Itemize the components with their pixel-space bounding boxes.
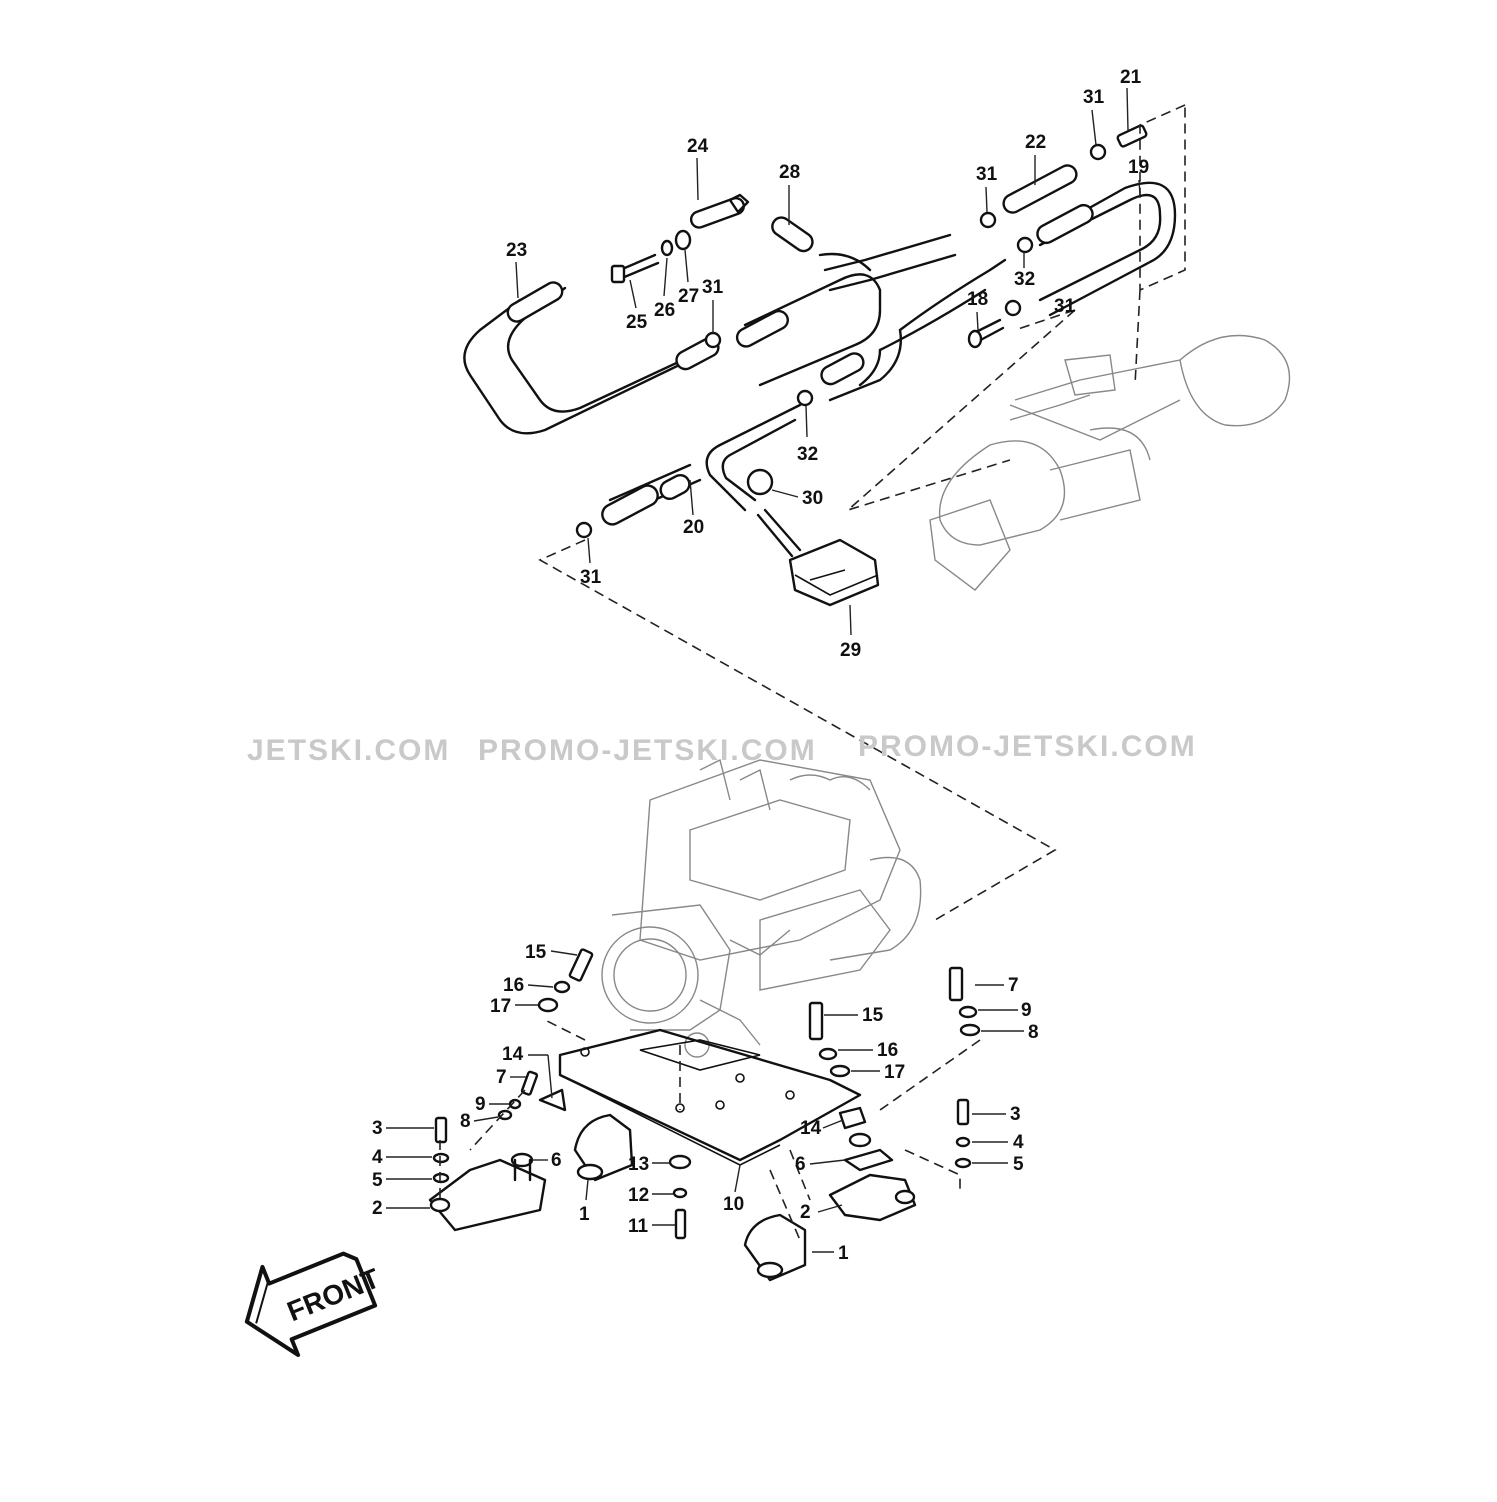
label-10: 10 — [723, 1194, 744, 1215]
watermark-text-3: PROMO-JETSKI.COM — [858, 730, 1197, 763]
watermark-text-1: JETSKI.COM — [247, 734, 450, 767]
label-9: 9 — [475, 1094, 486, 1115]
label-31: 31 — [1054, 296, 1076, 317]
reference-line-upper — [847, 104, 1186, 511]
engine-block — [601, 758, 922, 1058]
label-14: 14 — [800, 1118, 822, 1139]
label-1: 1 — [838, 1243, 849, 1264]
label-26: 26 — [654, 300, 675, 321]
label-3: 3 — [1010, 1104, 1021, 1125]
label-17: 17 — [490, 996, 511, 1017]
label-27: 27 — [678, 286, 699, 307]
label-5: 5 — [1013, 1154, 1024, 1175]
label-15: 15 — [525, 942, 547, 963]
label-31: 31 — [580, 567, 602, 588]
upper-hose-assembly — [463, 124, 1177, 607]
label-17: 17 — [884, 1062, 905, 1083]
label-31: 31 — [702, 277, 724, 298]
front-arrow-icon — [244, 1251, 378, 1357]
label-6: 6 — [551, 1150, 562, 1171]
label-28: 28 — [779, 162, 800, 183]
front-arrow: FRONT — [244, 1251, 384, 1357]
label-12: 12 — [628, 1185, 649, 1206]
label-32: 32 — [1014, 269, 1035, 290]
label-20: 20 — [683, 517, 704, 538]
label-31: 31 — [1083, 87, 1105, 108]
label-30: 30 — [802, 488, 823, 509]
jet-pump-housing — [929, 334, 1291, 591]
label-7: 7 — [496, 1067, 507, 1088]
label-18: 18 — [967, 289, 988, 310]
watermark-text-2: PROMO-JETSKI.COM — [478, 734, 817, 767]
label-2: 2 — [372, 1198, 383, 1219]
watermark: JETSKI.COM PROMO-JETSKI.COM PROMO-JETSKI… — [247, 730, 1197, 767]
label-4: 4 — [1013, 1132, 1024, 1153]
label-23: 23 — [506, 240, 527, 261]
callout-labels: 21 31 22 19 31 24 28 23 32 18 31 31 27 2… — [372, 67, 1149, 1264]
label-8: 8 — [1028, 1022, 1039, 1043]
label-24: 24 — [687, 136, 709, 157]
label-16: 16 — [877, 1040, 898, 1061]
label-16: 16 — [503, 975, 524, 996]
label-7: 7 — [1008, 975, 1019, 996]
label-19: 19 — [1128, 157, 1149, 178]
label-1: 1 — [579, 1204, 590, 1225]
label-22: 22 — [1025, 132, 1046, 153]
label-11: 11 — [628, 1216, 649, 1237]
reference-line-connection — [538, 539, 1057, 921]
label-25: 25 — [626, 312, 648, 333]
engine-mount-assembly — [428, 948, 981, 1282]
label-15: 15 — [862, 1005, 884, 1026]
label-6: 6 — [795, 1154, 806, 1175]
label-5: 5 — [372, 1170, 383, 1191]
label-8: 8 — [460, 1111, 471, 1132]
label-13: 13 — [628, 1154, 649, 1175]
label-14: 14 — [502, 1044, 524, 1065]
label-9: 9 — [1021, 1000, 1032, 1021]
label-4: 4 — [372, 1147, 383, 1168]
label-21: 21 — [1120, 67, 1142, 88]
label-3: 3 — [372, 1118, 383, 1139]
label-31: 31 — [976, 164, 998, 185]
label-2: 2 — [800, 1202, 811, 1223]
leader-lines — [386, 87, 1141, 1253]
label-29: 29 — [840, 640, 861, 661]
label-32: 32 — [797, 444, 818, 465]
